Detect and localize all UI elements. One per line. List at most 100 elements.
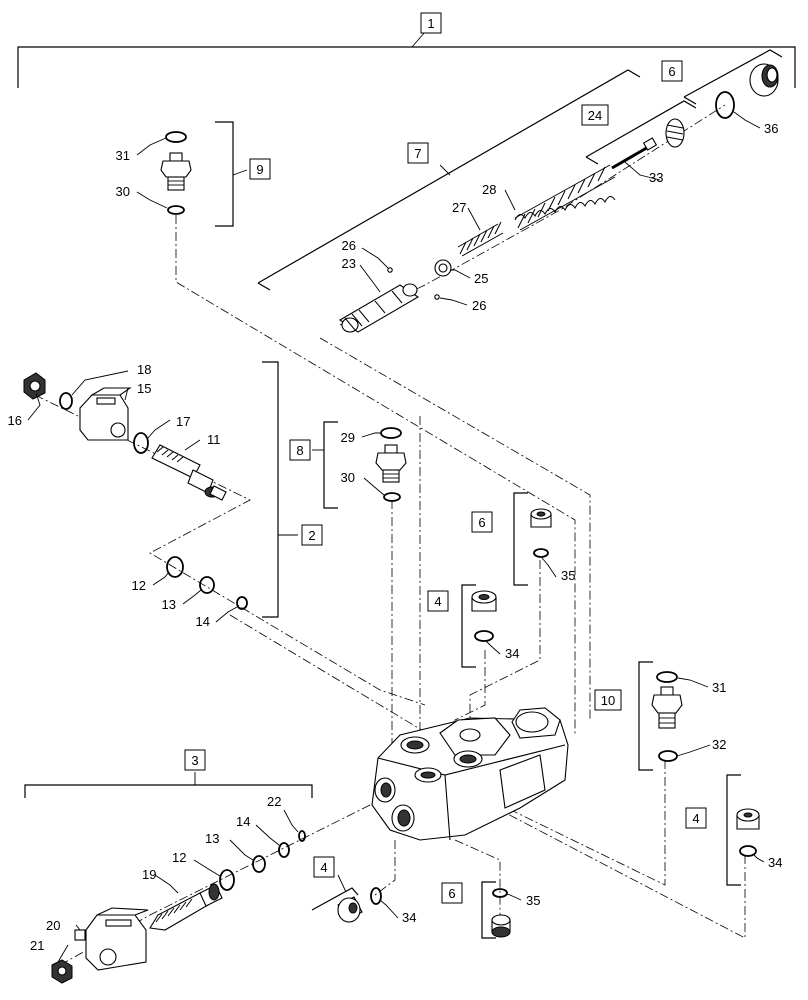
svg-text:7: 7 [414,146,421,161]
part-21-nut [51,959,73,984]
part-29-oring [380,427,402,439]
item-labels: 31 30 36 33 28 27 26 2 3 25 26 18 15 16 1… [8,121,783,953]
item-label: 30 [116,184,130,199]
item-label: 15 [137,381,151,396]
leader-lines [27,111,765,963]
item-label: 28 [482,182,496,197]
part-16-nut [23,372,46,400]
callout-box-7: 7 [407,142,429,164]
part-24-washer [665,118,685,148]
callout-box-4-bottom: 4 [313,856,335,878]
callout-box-3: 3 [184,749,206,771]
callout-box-9: 9 [249,158,271,180]
part-6-plug-bottom [491,914,511,938]
part-8-fitting [375,444,407,483]
part-34-oring-bottom [370,887,382,905]
item-label: 20 [46,918,60,933]
part-14-oring-left [236,596,248,610]
part-15-coil [79,387,132,441]
svg-text:9: 9 [256,162,263,177]
svg-text:2: 2 [308,528,315,543]
part-11-cartridge [151,444,227,501]
callout-box-8: 8 [289,439,311,461]
part-9-fitting [160,152,192,191]
item-label: 26 [342,238,356,253]
callout-box-5: 6 [661,60,683,82]
svg-text:24: 24 [588,108,602,123]
part-30-oring-top [167,205,185,215]
item-label: 30 [341,470,355,485]
item-label: 26 [472,298,486,313]
part-34-oring-right [739,845,757,857]
item-label: 19 [142,867,156,882]
svg-text:3: 3 [191,753,198,768]
part-32-oring [658,750,678,762]
item-label: 17 [176,414,190,429]
part-4-plug-bottom [337,896,363,923]
callout-box-4-right: 4 [685,807,707,829]
item-label: 12 [172,850,186,865]
part-26-balls [387,267,440,300]
item-label: 34 [402,910,416,925]
part-19-cartridge [149,883,223,931]
callout-box-24: 24 [581,104,609,126]
part-10-fitting [651,686,683,729]
part-31-oring-top [165,131,187,143]
item-label: 16 [8,413,22,428]
part-13-oring-bottom [252,855,266,873]
item-label: 18 [137,362,151,377]
svg-text:4: 4 [434,594,441,609]
part-22-oring [298,830,306,842]
svg-text:6: 6 [478,515,485,530]
item-label: 13 [162,597,176,612]
part-17-oring [133,432,149,454]
callout-box-2: 2 [301,524,323,546]
svg-text:4: 4 [692,811,699,826]
svg-text:6: 6 [668,64,675,79]
callout-box-1: 1 [420,12,442,34]
part-34-oring-upper [474,630,494,642]
part-12-oring-left [166,556,184,578]
item-label: 31 [712,680,726,695]
center-lines [34,104,746,966]
svg-text:4: 4 [320,860,327,875]
item-label: 11 [207,432,221,447]
item-label: 35 [526,893,540,908]
item-label: 13 [205,831,219,846]
svg-text:10: 10 [601,693,615,708]
part-5-plug [749,63,779,97]
callout-boxes: 1 6 24 7 9 8 6 2 4 10 3 4 4 6 [184,12,707,904]
item-label: 33 [649,170,663,185]
item-label: 34 [505,646,519,661]
item-label: 25 [474,271,488,286]
item-label: 14 [196,614,210,629]
part-14-oring-bottom [278,842,290,858]
item-label: 34 [768,855,782,870]
item-label: 31 [116,148,130,163]
part-27-spring [457,221,504,257]
part-31-oring-right [656,671,678,683]
item-label: 27 [452,200,466,215]
svg-text:1: 1 [427,16,434,31]
part-valve-body [371,707,569,841]
part-25-spacer [434,259,452,277]
part-23-spool [338,283,420,333]
part-20-coil [74,907,149,971]
item-label: 32 [712,737,726,752]
part-36-oring [715,91,735,119]
part-30-oring-mid [383,492,401,502]
part-28-spring [514,164,616,231]
callout-box-10: 10 [594,689,622,711]
callout-box-6-upper: 6 [471,511,493,533]
callout-box-6-bottom: 6 [441,882,463,904]
part-35-oring-bottom [492,888,508,898]
part-18-oring [59,392,73,410]
part-35-oring-upper [533,548,549,558]
part-4-plug-right [736,808,760,830]
item-label: 36 [764,121,778,136]
item-label: 29 [341,430,355,445]
callout-box-4-upper: 4 [427,590,449,612]
brackets [17,31,796,939]
item-label: 35 [561,568,575,583]
